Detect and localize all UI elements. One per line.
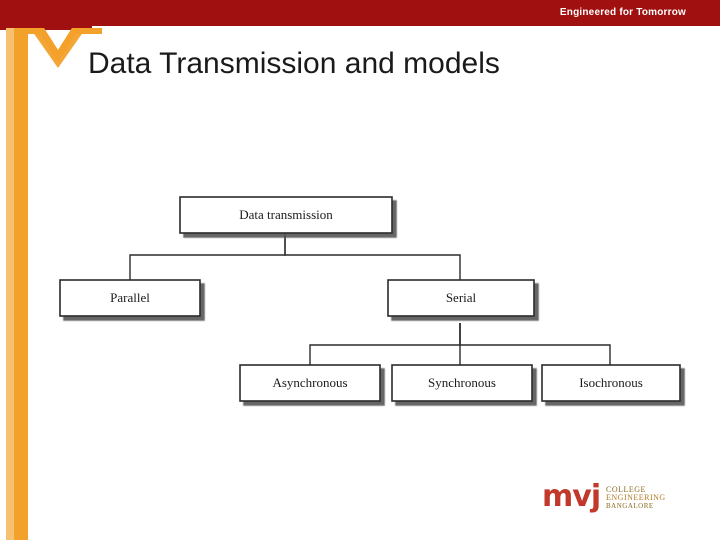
logo-line-college: COLLEGE (606, 485, 646, 494)
tree-connectors (129, 233, 611, 365)
mvj-college-logo: mvj COLLEGE ENGINEERING BANGALORE (542, 480, 702, 526)
node-serial: Serial (387, 279, 535, 317)
node-label: Asynchronous (272, 375, 347, 390)
banner-notch (92, 26, 720, 32)
banner-tagline: Engineered for Tomorrow (559, 7, 686, 18)
data-transmission-tree-diagram: Data transmission Parallel Serial Asynch… (40, 175, 690, 425)
node-label: Synchronous (428, 375, 496, 390)
chevron-icon (14, 28, 102, 68)
banner-wedge (28, 0, 102, 30)
logo-line-engineering: ENGINEERING (606, 493, 666, 503)
logo-text-lines: COLLEGE ENGINEERING BANGALORE (606, 485, 666, 510)
node-label: Isochronous (579, 375, 643, 390)
left-accent-bar-shadow (6, 28, 14, 540)
node-data-transmission: Data transmission (179, 196, 393, 234)
node-isochronous: Isochronous (541, 364, 681, 402)
node-label: Serial (446, 290, 477, 305)
node-parallel: Parallel (59, 279, 201, 317)
left-accent-bar (14, 28, 28, 540)
logo-wordmark: mvj (542, 479, 601, 514)
node-synchronous: Synchronous (391, 364, 533, 402)
top-banner (0, 0, 720, 30)
logo-line-bangalore: BANGALORE (606, 501, 654, 510)
node-label: Data transmission (239, 207, 333, 222)
page-title: Data Transmission and models (88, 47, 500, 80)
node-label: Parallel (110, 290, 150, 305)
node-asynchronous: Asynchronous (239, 364, 381, 402)
